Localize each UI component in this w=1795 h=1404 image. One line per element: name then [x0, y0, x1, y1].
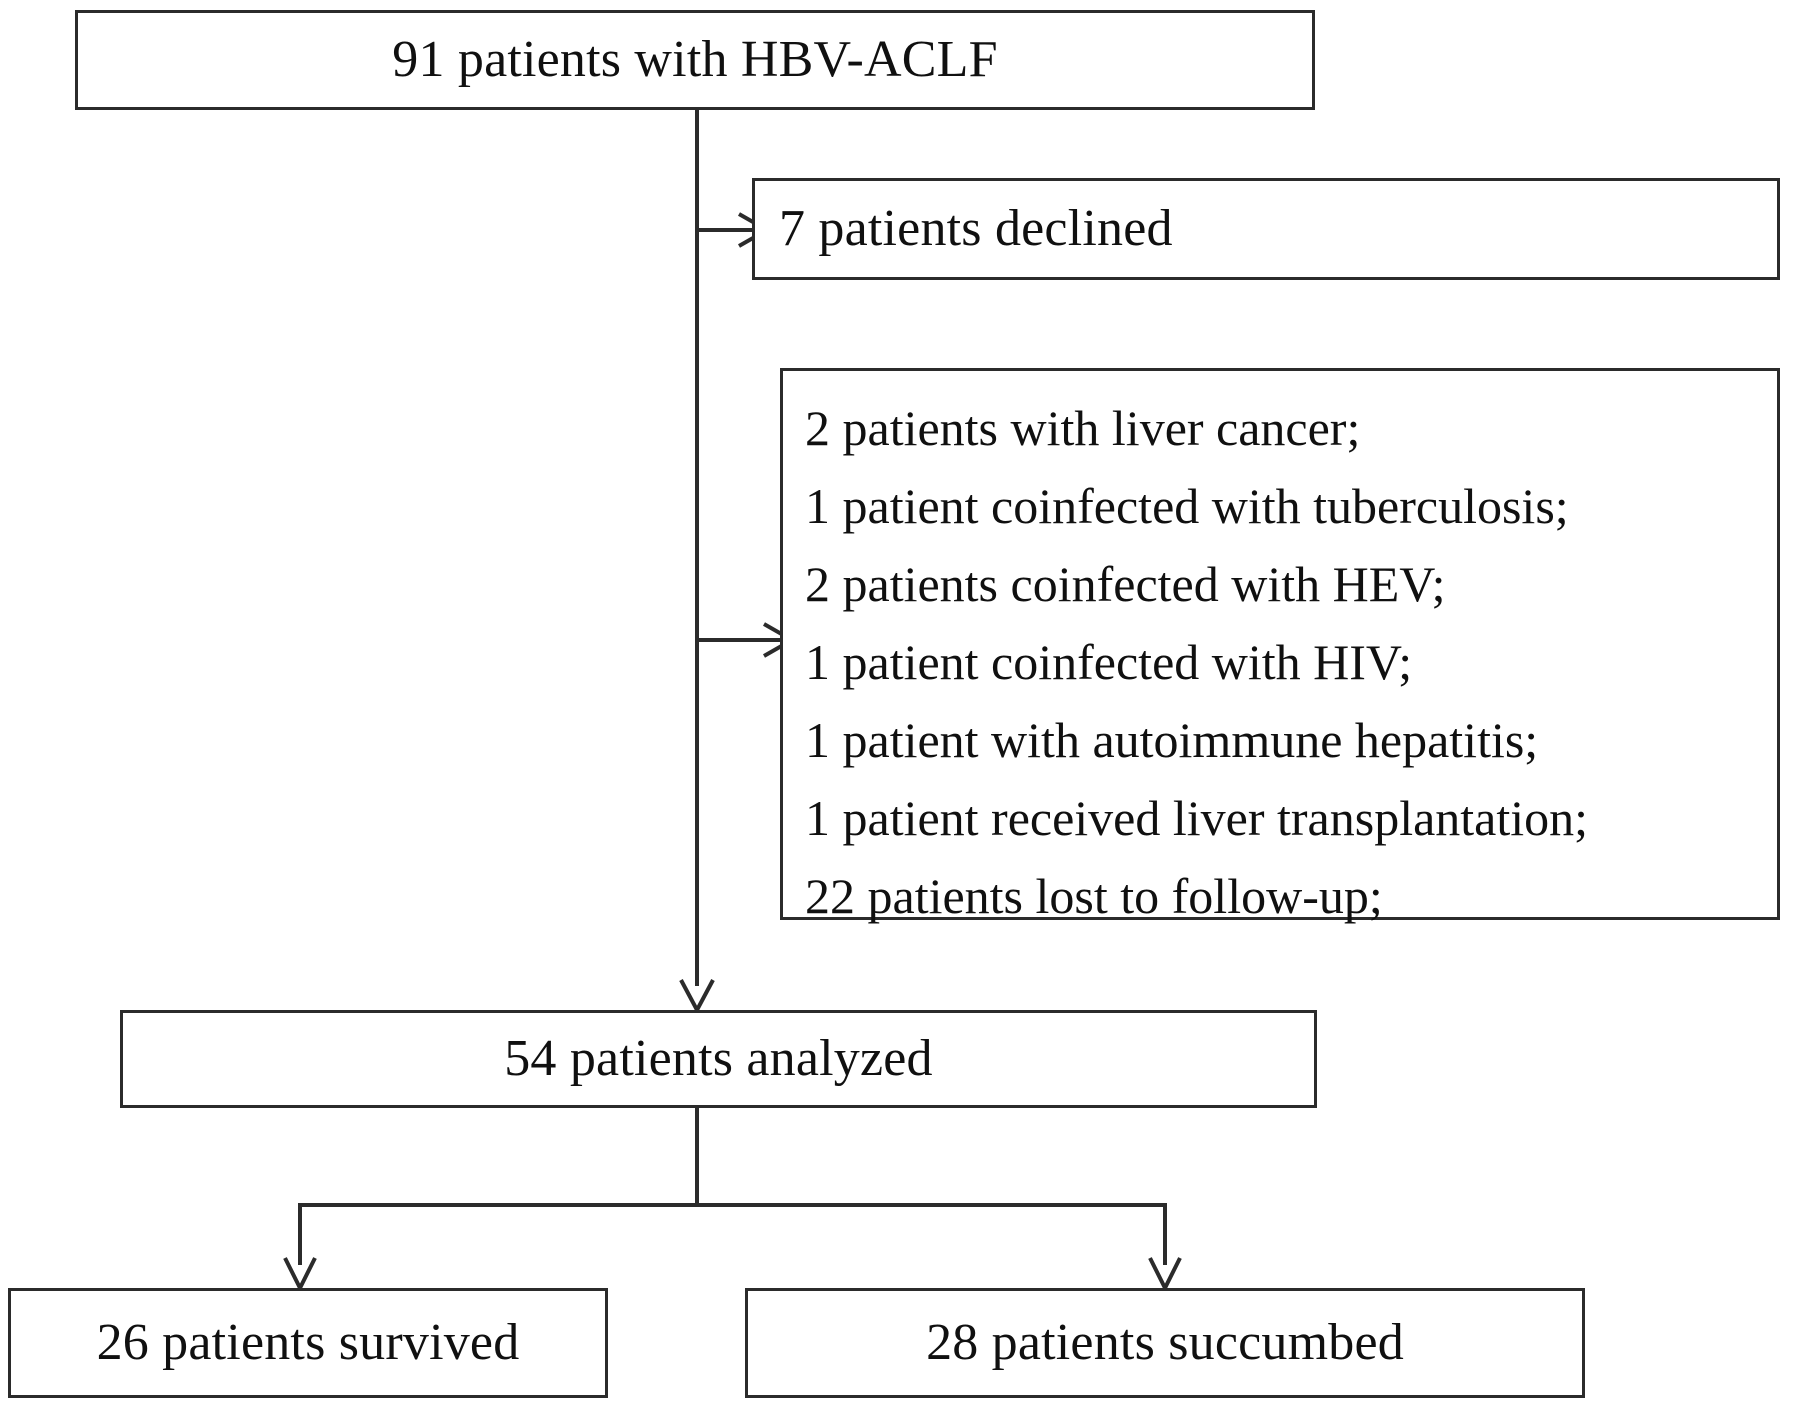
node-enrolled-label: 91 patients with HBV-ACLF [392, 30, 998, 88]
node-survived: 26 patients survived [8, 1288, 608, 1398]
exclusion-line: 2 patients with liver cancer; [805, 400, 1361, 456]
exclusion-line: 1 patient with autoimmune hepatitis; [805, 712, 1539, 768]
connector-to-succumbed [1163, 1203, 1167, 1265]
exclusion-line: 22 patients lost to follow-up; [805, 868, 1383, 924]
node-enrolled: 91 patients with HBV-ACLF [75, 10, 1315, 110]
node-declined-label: 7 patients declined [779, 199, 1173, 257]
connector-analyzed-stem [695, 1108, 699, 1207]
arrowhead-to-survived [283, 1257, 317, 1293]
connector-split-bar [298, 1203, 1167, 1207]
exclusion-line: 1 patient received liver transplantation… [805, 790, 1589, 846]
connector-to-survived [298, 1203, 302, 1265]
node-declined: 7 patients declined [752, 178, 1780, 280]
node-exclusions: 2 patients with liver cancer; 1 patient … [780, 368, 1780, 924]
node-analyzed-label: 54 patients analyzed [504, 1029, 933, 1087]
exclusion-line: 1 patient coinfected with HIV; [805, 634, 1413, 690]
arrowhead-to-analyzed [679, 979, 715, 1015]
node-succumbed-label: 28 patients succumbed [926, 1313, 1404, 1371]
exclusion-line: 1 patient coinfected with tuberculosis; [805, 478, 1569, 534]
connector-main-stem [695, 110, 699, 986]
node-survived-label: 26 patients survived [96, 1313, 520, 1371]
node-succumbed: 28 patients succumbed [745, 1288, 1585, 1398]
node-analyzed: 54 patients analyzed [120, 1010, 1317, 1108]
exclusion-line: 2 patients coinfected with HEV; [805, 556, 1446, 612]
arrowhead-to-succumbed [1148, 1257, 1182, 1293]
connector-to-declined [697, 228, 757, 232]
connector-to-exclusions [697, 638, 785, 642]
